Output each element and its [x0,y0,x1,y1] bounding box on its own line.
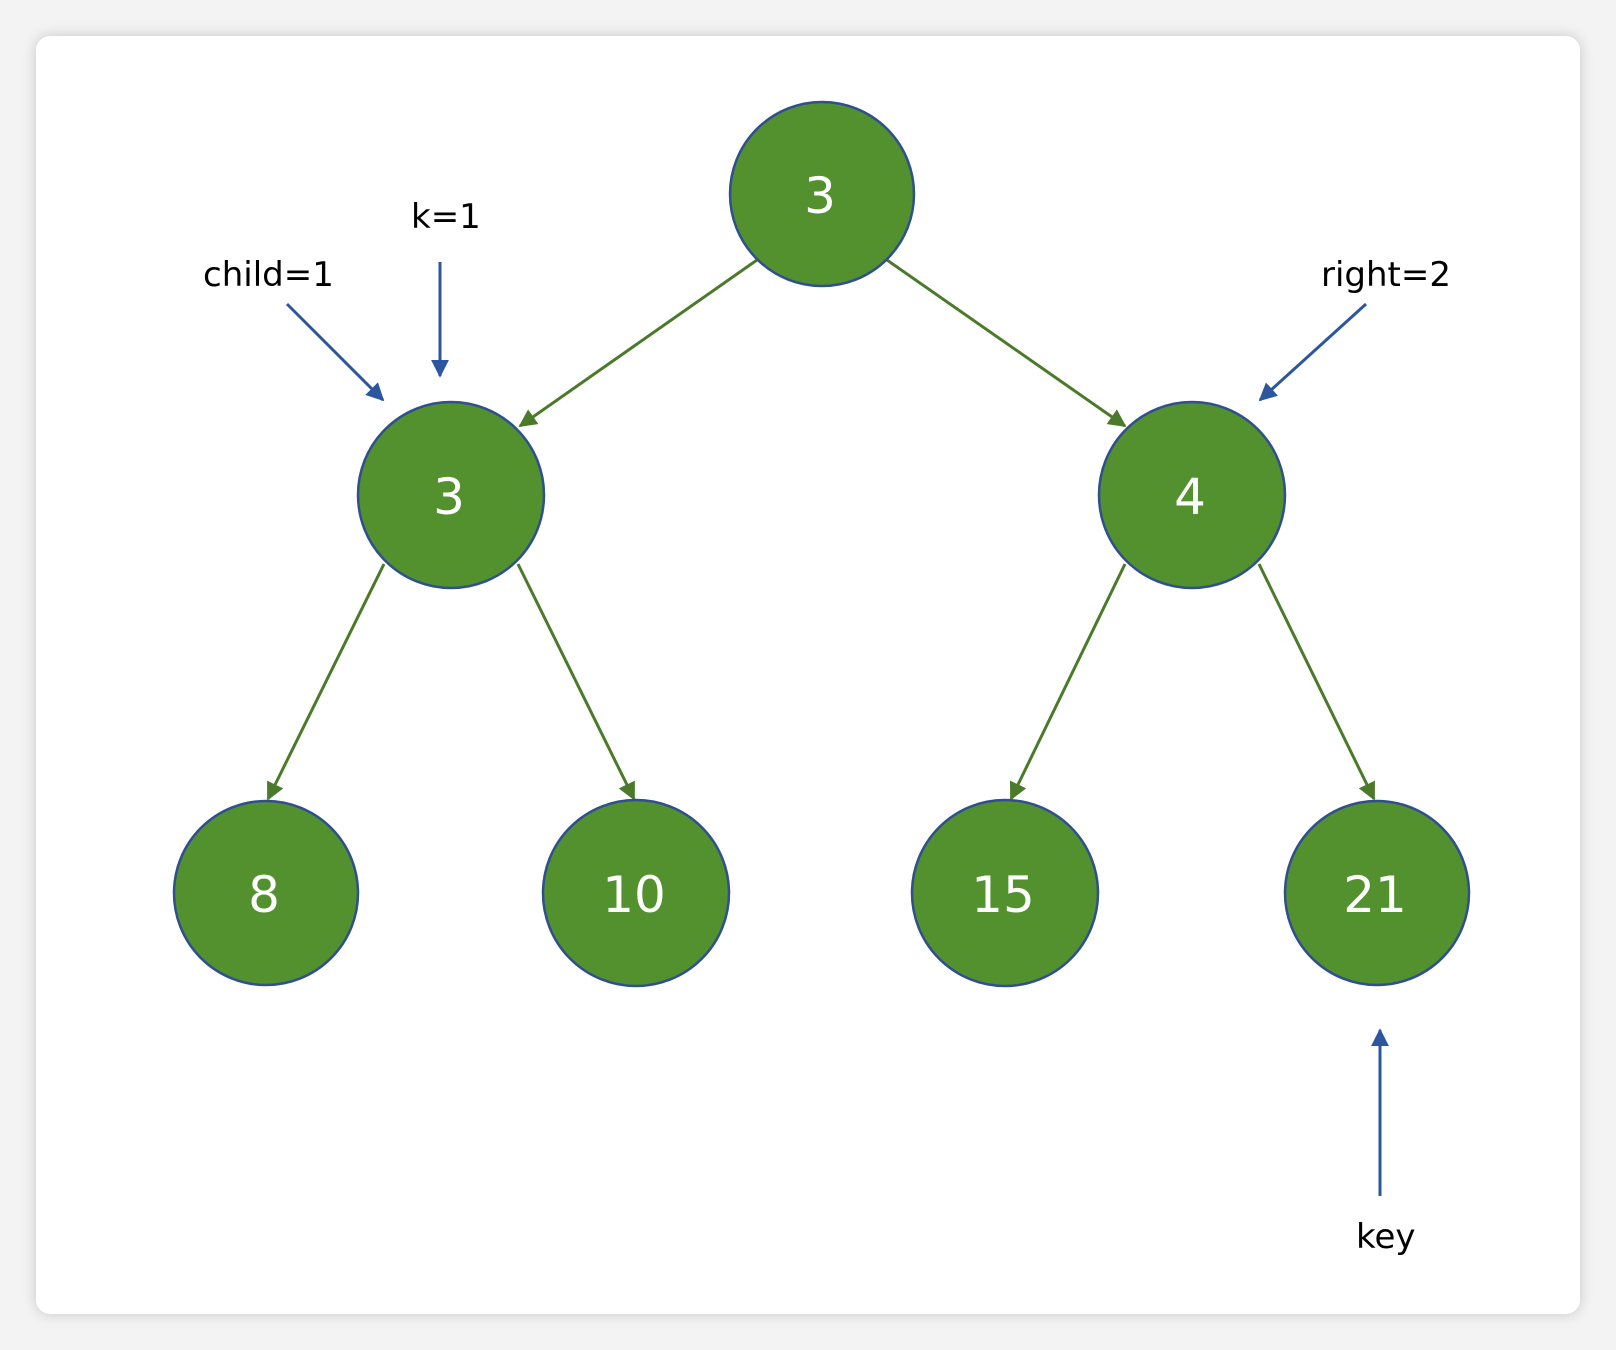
tree-node-21: 21 [1283,799,1471,987]
node-value: 21 [1343,866,1407,924]
tree-node-10: 10 [541,798,731,988]
node-circle [172,799,360,987]
node-value: 3 [804,167,836,225]
child-label: child=1 [203,255,334,295]
edge-left-8 [266,563,386,801]
k-label: k=1 [411,197,481,237]
node-value: 15 [971,866,1035,924]
node-circle [728,100,916,288]
tree-node-left: 3 [356,400,546,590]
edge-right-21 [1257,563,1376,801]
edge-root-left [518,258,758,428]
tree-node-15: 15 [910,798,1100,988]
pointer-arrows [285,262,1389,1196]
node-circle [541,798,731,988]
node-circle [910,798,1100,988]
tree-node-right: 4 [1097,400,1287,590]
child-pointer-arrow [285,302,385,402]
tree-node-8: 8 [172,799,360,987]
node-value: 3 [433,468,465,526]
node-value: 8 [248,866,280,924]
edge-left-10 [516,563,636,801]
key-label: key [1356,1217,1416,1257]
edge-right-15 [1009,563,1127,801]
tree-node-root: 3 [728,100,916,288]
right-pointer-arrow [1258,302,1368,402]
right-label: right=2 [1321,255,1451,295]
edge-root-right [886,258,1127,428]
node-circle [356,400,546,590]
node-circle [1097,400,1287,590]
tree-edges [266,258,1376,801]
node-value: 10 [602,866,666,924]
node-circle [1283,799,1471,987]
node-value: 4 [1174,468,1206,526]
